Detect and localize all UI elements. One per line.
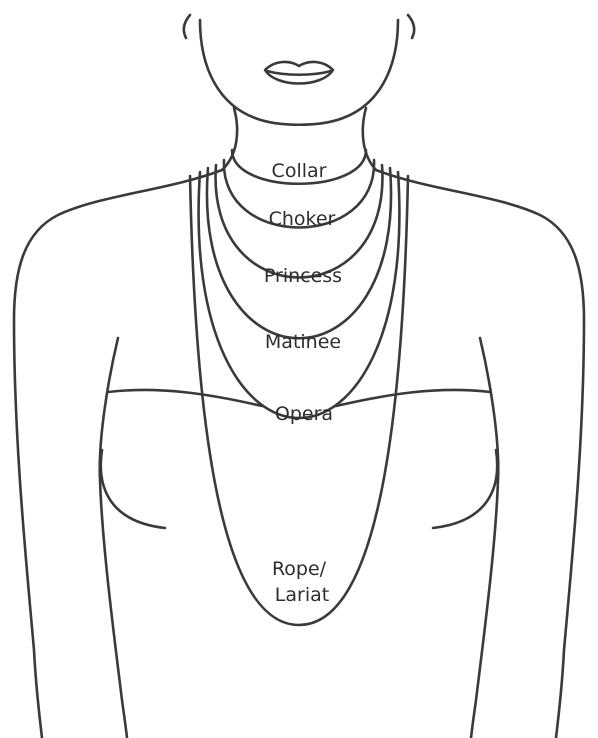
right-inner-arm <box>471 338 498 738</box>
label-opera: Opera <box>275 403 333 425</box>
left-ear <box>184 15 190 38</box>
label-rope: Rope/ <box>272 558 327 580</box>
bust-line-right <box>336 390 490 406</box>
label-princess: Princess <box>264 265 342 287</box>
label-choker: Choker <box>269 208 336 230</box>
lips-line <box>267 71 331 75</box>
label-lariat: Lariat <box>275 584 329 606</box>
face-outline <box>200 20 398 125</box>
left-shoulder-arm <box>14 170 222 738</box>
right-shoulder-arm <box>376 170 584 738</box>
left-breast-curve <box>101 450 165 528</box>
body-outline <box>14 15 584 738</box>
label-matinee: Matinee <box>265 331 341 353</box>
right-breast-curve <box>433 450 497 528</box>
label-collar: Collar <box>272 160 327 182</box>
necklace-labels: Collar Choker Princess Matinee Opera Rop… <box>264 160 342 606</box>
bust-line-left <box>108 390 262 406</box>
left-inner-arm <box>100 338 127 738</box>
matinee-chain <box>207 168 391 338</box>
right-ear <box>408 15 414 38</box>
